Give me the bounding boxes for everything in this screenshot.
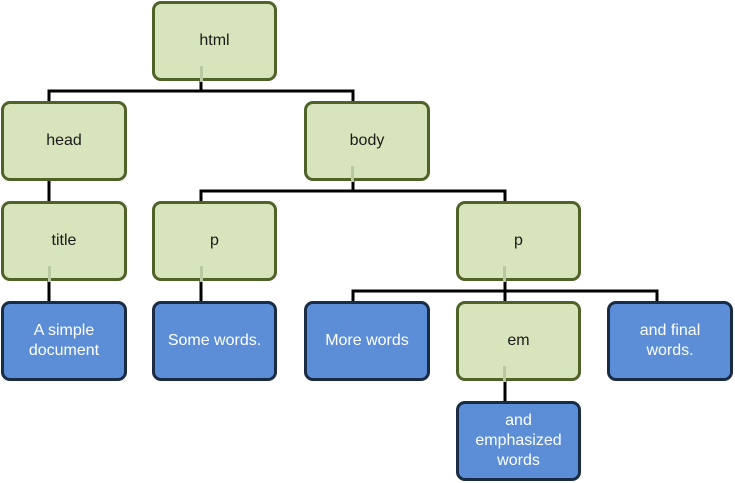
text-node-more-words: More words xyxy=(304,301,430,381)
text-node-some-words: Some words. xyxy=(152,301,277,381)
connector-stub xyxy=(200,66,203,82)
connector-stub xyxy=(200,266,203,282)
text-node-and-emphasized-words: and emphasized words xyxy=(456,401,581,481)
node-label: body xyxy=(349,132,385,149)
node-label: head xyxy=(46,132,82,149)
connector-stub xyxy=(503,266,506,282)
node-label: title xyxy=(51,232,77,249)
node-p-first: p xyxy=(152,201,277,281)
connector-stub xyxy=(48,266,51,282)
node-label: p xyxy=(514,232,523,249)
node-label: Some words. xyxy=(167,332,262,349)
connector-stub xyxy=(351,166,354,182)
node-em: em xyxy=(456,301,581,381)
node-p-second: p xyxy=(456,201,581,281)
node-label: p xyxy=(210,232,219,249)
node-label: More words xyxy=(325,332,409,349)
node-label: and emphasized words xyxy=(475,412,562,469)
connector-stub xyxy=(503,366,506,382)
node-html: html xyxy=(152,1,277,81)
text-node-and-final-words: and final words. xyxy=(607,301,733,381)
node-body: body xyxy=(304,101,430,181)
node-title: title xyxy=(1,201,127,281)
text-node-a-simple-document: A simple document xyxy=(1,301,127,381)
node-label: A simple document xyxy=(28,322,100,359)
node-label: html xyxy=(199,32,230,49)
node-label: and final words. xyxy=(639,322,701,359)
node-label: em xyxy=(507,332,530,349)
node-head: head xyxy=(1,101,127,181)
